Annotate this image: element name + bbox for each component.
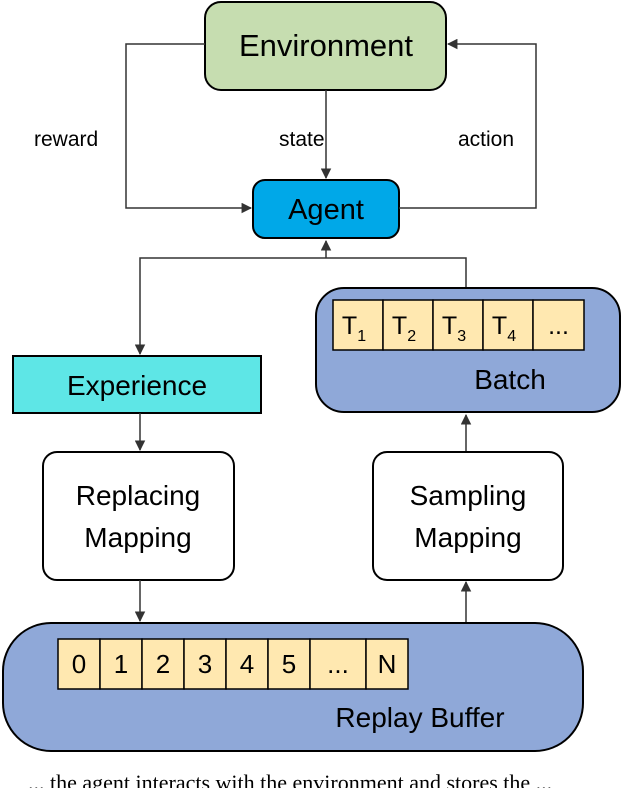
agent-node: Agent [252, 179, 400, 239]
batch-cell-subscript: 1 [357, 328, 366, 345]
sampling-mapping-line1: Sampling [410, 480, 527, 511]
buffer-cell-label: N [378, 649, 397, 679]
experience-label: Experience [67, 370, 207, 401]
buffer-cell-label: 1 [114, 649, 128, 679]
buffer-cell: 0 [57, 638, 101, 690]
batch-cell: T2 [382, 299, 434, 351]
buffer-cell: 5 [267, 638, 311, 690]
batch-cell: T1 [332, 299, 384, 351]
buffer-cell-label: 0 [72, 649, 86, 679]
reward-label: reward [34, 128, 98, 151]
batch-cell: ... [532, 299, 585, 351]
agent-label: Agent [288, 194, 364, 226]
buffer-cell-label: 3 [198, 649, 212, 679]
buffer-cell-label: 2 [156, 649, 170, 679]
environment-label: Environment [239, 28, 413, 63]
experience-node: Experience [12, 355, 262, 414]
batch-cell: T3 [432, 299, 484, 351]
action-label: action [458, 128, 514, 151]
replacing-mapping-line1: Replacing [76, 480, 201, 511]
buffer-cell: 2 [141, 638, 185, 690]
state-label: state [279, 128, 325, 151]
buffer-cell: 1 [99, 638, 143, 690]
reward-arrow [125, 43, 253, 214]
replacing-mapping-node: Replacing Mapping [42, 451, 235, 581]
buffer-cell: ... [309, 638, 367, 690]
sampling-mapping-node: Sampling Mapping [372, 451, 564, 581]
buffer-cell-label: ... [327, 649, 349, 679]
batch-label: Batch [474, 364, 546, 395]
batch-cell-label: ... [548, 312, 569, 340]
agent-experience-arrow [134, 257, 467, 356]
buffer-cell: N [365, 638, 409, 690]
buffer-cell-label: 4 [240, 649, 254, 679]
batch-cell-subscript: 3 [457, 328, 466, 345]
buffer-cell-label: 5 [282, 649, 296, 679]
action-arrow [399, 38, 537, 209]
environment-node: Environment [204, 1, 447, 91]
batch-cell-subscript: 4 [507, 328, 516, 345]
buffer-cell: 3 [183, 638, 227, 690]
batch-cell: T4 [482, 299, 534, 351]
sampling-mapping-line2: Mapping [414, 522, 521, 553]
replay-buffer-label: Replay Buffer [335, 702, 504, 733]
buffer-cell: 4 [225, 638, 269, 690]
batch-cell-subscript: 2 [407, 328, 416, 345]
replacing-mapping-line2: Mapping [84, 522, 191, 553]
caption-fragment: ... the agent interacts with the environ… [0, 762, 640, 788]
rl-replay-diagram: Environment Agent state reward action Ex… [2, 1, 621, 752]
caption-text: ... the agent interacts with the environ… [28, 770, 553, 788]
